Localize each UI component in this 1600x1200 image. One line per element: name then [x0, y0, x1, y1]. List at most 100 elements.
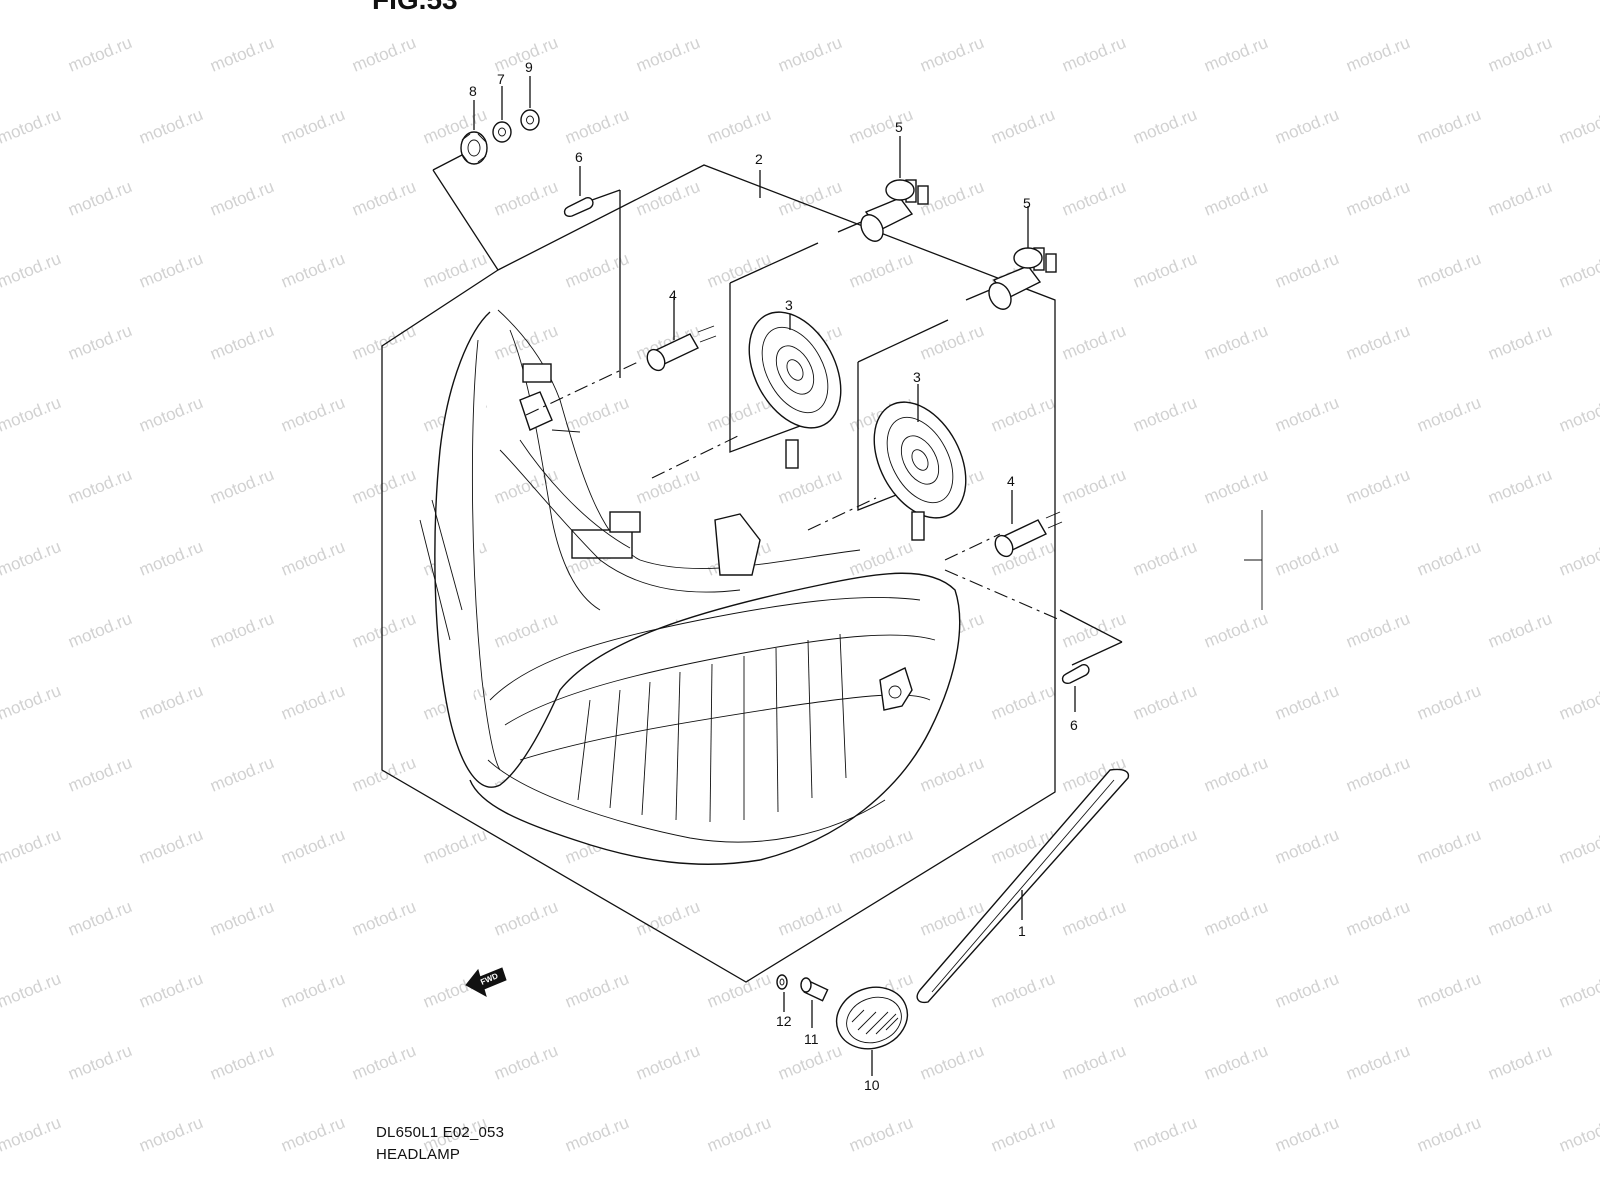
watermark-text: motod.ru	[1201, 177, 1270, 220]
watermark-text: motod.ru	[136, 105, 205, 148]
watermark-text: motod.ru	[1343, 1041, 1412, 1084]
watermark-text: motod.ru	[491, 897, 560, 940]
watermark-text: motod.ru	[775, 33, 844, 76]
watermark-text: motod.ru	[349, 897, 418, 940]
watermark-text: motod.ru	[0, 1113, 64, 1156]
watermark-text: motod.ru	[633, 897, 702, 940]
watermark-text: motod.ru	[349, 33, 418, 76]
watermark-text: motod.ru	[1201, 33, 1270, 76]
watermark-text: motod.ru	[704, 393, 773, 436]
watermark-text: motod.ru	[278, 393, 347, 436]
callout-10: 10	[864, 1077, 880, 1093]
watermark-text: motod.ru	[1272, 969, 1341, 1012]
assembly-outline	[381, 164, 1056, 983]
watermark-text: motod.ru	[207, 753, 276, 796]
watermark-text: motod.ru	[1414, 0, 1483, 4]
watermark-text: motod.ru	[1130, 681, 1199, 724]
watermark-text: motod.ru	[136, 681, 205, 724]
watermark-text: motod.ru	[1272, 825, 1341, 868]
watermark-text: motod.ru	[0, 105, 64, 148]
watermark-text: motod.ru	[704, 105, 773, 148]
watermark-text: motod.ru	[704, 0, 773, 4]
position-socket-left	[646, 325, 717, 372]
watermark-text: motod.ru	[1485, 321, 1554, 364]
watermark-text: motod.ru	[1343, 609, 1412, 652]
watermark-text: motod.ru	[349, 465, 418, 508]
watermark-text: motod.ru	[775, 465, 844, 508]
watermark-text: motod.ru	[136, 825, 205, 868]
watermark-text: motod.ru	[1059, 33, 1128, 76]
watermark-text: motod.ru	[1485, 753, 1554, 796]
watermark-text: motod.ru	[1485, 609, 1554, 652]
watermark-text: motod.ru	[633, 33, 702, 76]
trim-strip-part	[916, 768, 1130, 1004]
model-code: DL650L1 E02_053	[376, 1124, 505, 1141]
leader-6b-box2	[1071, 641, 1123, 666]
watermark-text: motod.ru	[1059, 321, 1128, 364]
dash-right-2	[944, 533, 1001, 561]
callout-6b: 6	[1070, 717, 1078, 733]
watermark-text: motod.ru	[0, 681, 64, 724]
watermark-text: motod.ru	[1272, 0, 1341, 4]
watermark-text: motod.ru	[1130, 825, 1199, 868]
watermark-text: motod.ru	[1059, 897, 1128, 940]
watermark-text: motod.ru	[420, 249, 489, 292]
watermark-text: motod.ru	[1343, 33, 1412, 76]
leader-6b-box	[1059, 609, 1123, 643]
callout-1: 1	[1018, 923, 1026, 939]
callout-11: 11	[804, 1031, 819, 1047]
watermark-text: motod.ru	[988, 969, 1057, 1012]
watermark-text: motod.ru	[775, 1041, 844, 1084]
bulb-box-left-top	[729, 242, 819, 284]
watermark-text: motod.ru	[349, 177, 418, 220]
watermark-text: motod.ru	[1414, 825, 1483, 868]
watermark-text: motod.ru	[207, 897, 276, 940]
watermark-text: motod.ru	[633, 1041, 702, 1084]
watermark-text: motod.ru	[136, 537, 205, 580]
watermark-text: motod.ru	[207, 33, 276, 76]
watermark-text: motod.ru	[420, 825, 489, 868]
watermark-text: motod.ru	[988, 105, 1057, 148]
position-socket-right	[994, 511, 1063, 558]
watermark-text: motod.ru	[1130, 0, 1199, 4]
watermark-text: motod.ru	[1201, 609, 1270, 652]
watermark-text: motod.ru	[917, 33, 986, 76]
watermark-text: motod.ru	[1201, 465, 1270, 508]
watermark-text: motod.ru	[704, 249, 773, 292]
callout-5b: 5	[1023, 195, 1031, 211]
watermark-text: motod.ru	[988, 681, 1057, 724]
watermark-text: motod.ru	[349, 1041, 418, 1084]
callout-4a: 4	[669, 287, 677, 303]
watermark-text: motod.ru	[1130, 969, 1199, 1012]
callout-8: 8	[469, 83, 477, 99]
watermark-text: motod.ru	[917, 753, 986, 796]
position-bulb-right	[1061, 663, 1090, 685]
watermark-text: motod.ru	[136, 0, 205, 4]
bulb-box-left	[729, 283, 801, 453]
watermark-text: motod.ru	[0, 969, 64, 1012]
nut-part	[520, 109, 540, 131]
watermark-text: motod.ru	[65, 753, 134, 796]
watermark-text: motod.ru	[1485, 897, 1554, 940]
watermark-text: motod.ru	[207, 465, 276, 508]
watermark-text: motod.ru	[1556, 249, 1600, 292]
callout-7: 7	[497, 71, 505, 87]
watermark-text: motod.ru	[562, 0, 631, 4]
watermark-text: motod.ru	[1059, 1041, 1128, 1084]
screw-part	[800, 977, 829, 1002]
watermark-text: motod.ru	[1130, 393, 1199, 436]
watermark-text: motod.ru	[349, 753, 418, 796]
dash-left-2	[651, 434, 741, 479]
watermark-text: motod.ru	[1485, 465, 1554, 508]
watermark-text: motod.ru	[1414, 537, 1483, 580]
socket-left	[748, 311, 842, 469]
watermark-text: motod.ru	[1556, 1113, 1600, 1156]
watermark-text: motod.ru	[65, 897, 134, 940]
watermark-text: motod.ru	[846, 825, 915, 868]
watermark-text: motod.ru	[278, 0, 347, 4]
fwd-arrow-icon: FWD	[465, 967, 507, 998]
watermark-text: motod.ru	[0, 537, 64, 580]
watermark-text: motod.ru	[1272, 249, 1341, 292]
watermark-text: motod.ru	[775, 177, 844, 220]
